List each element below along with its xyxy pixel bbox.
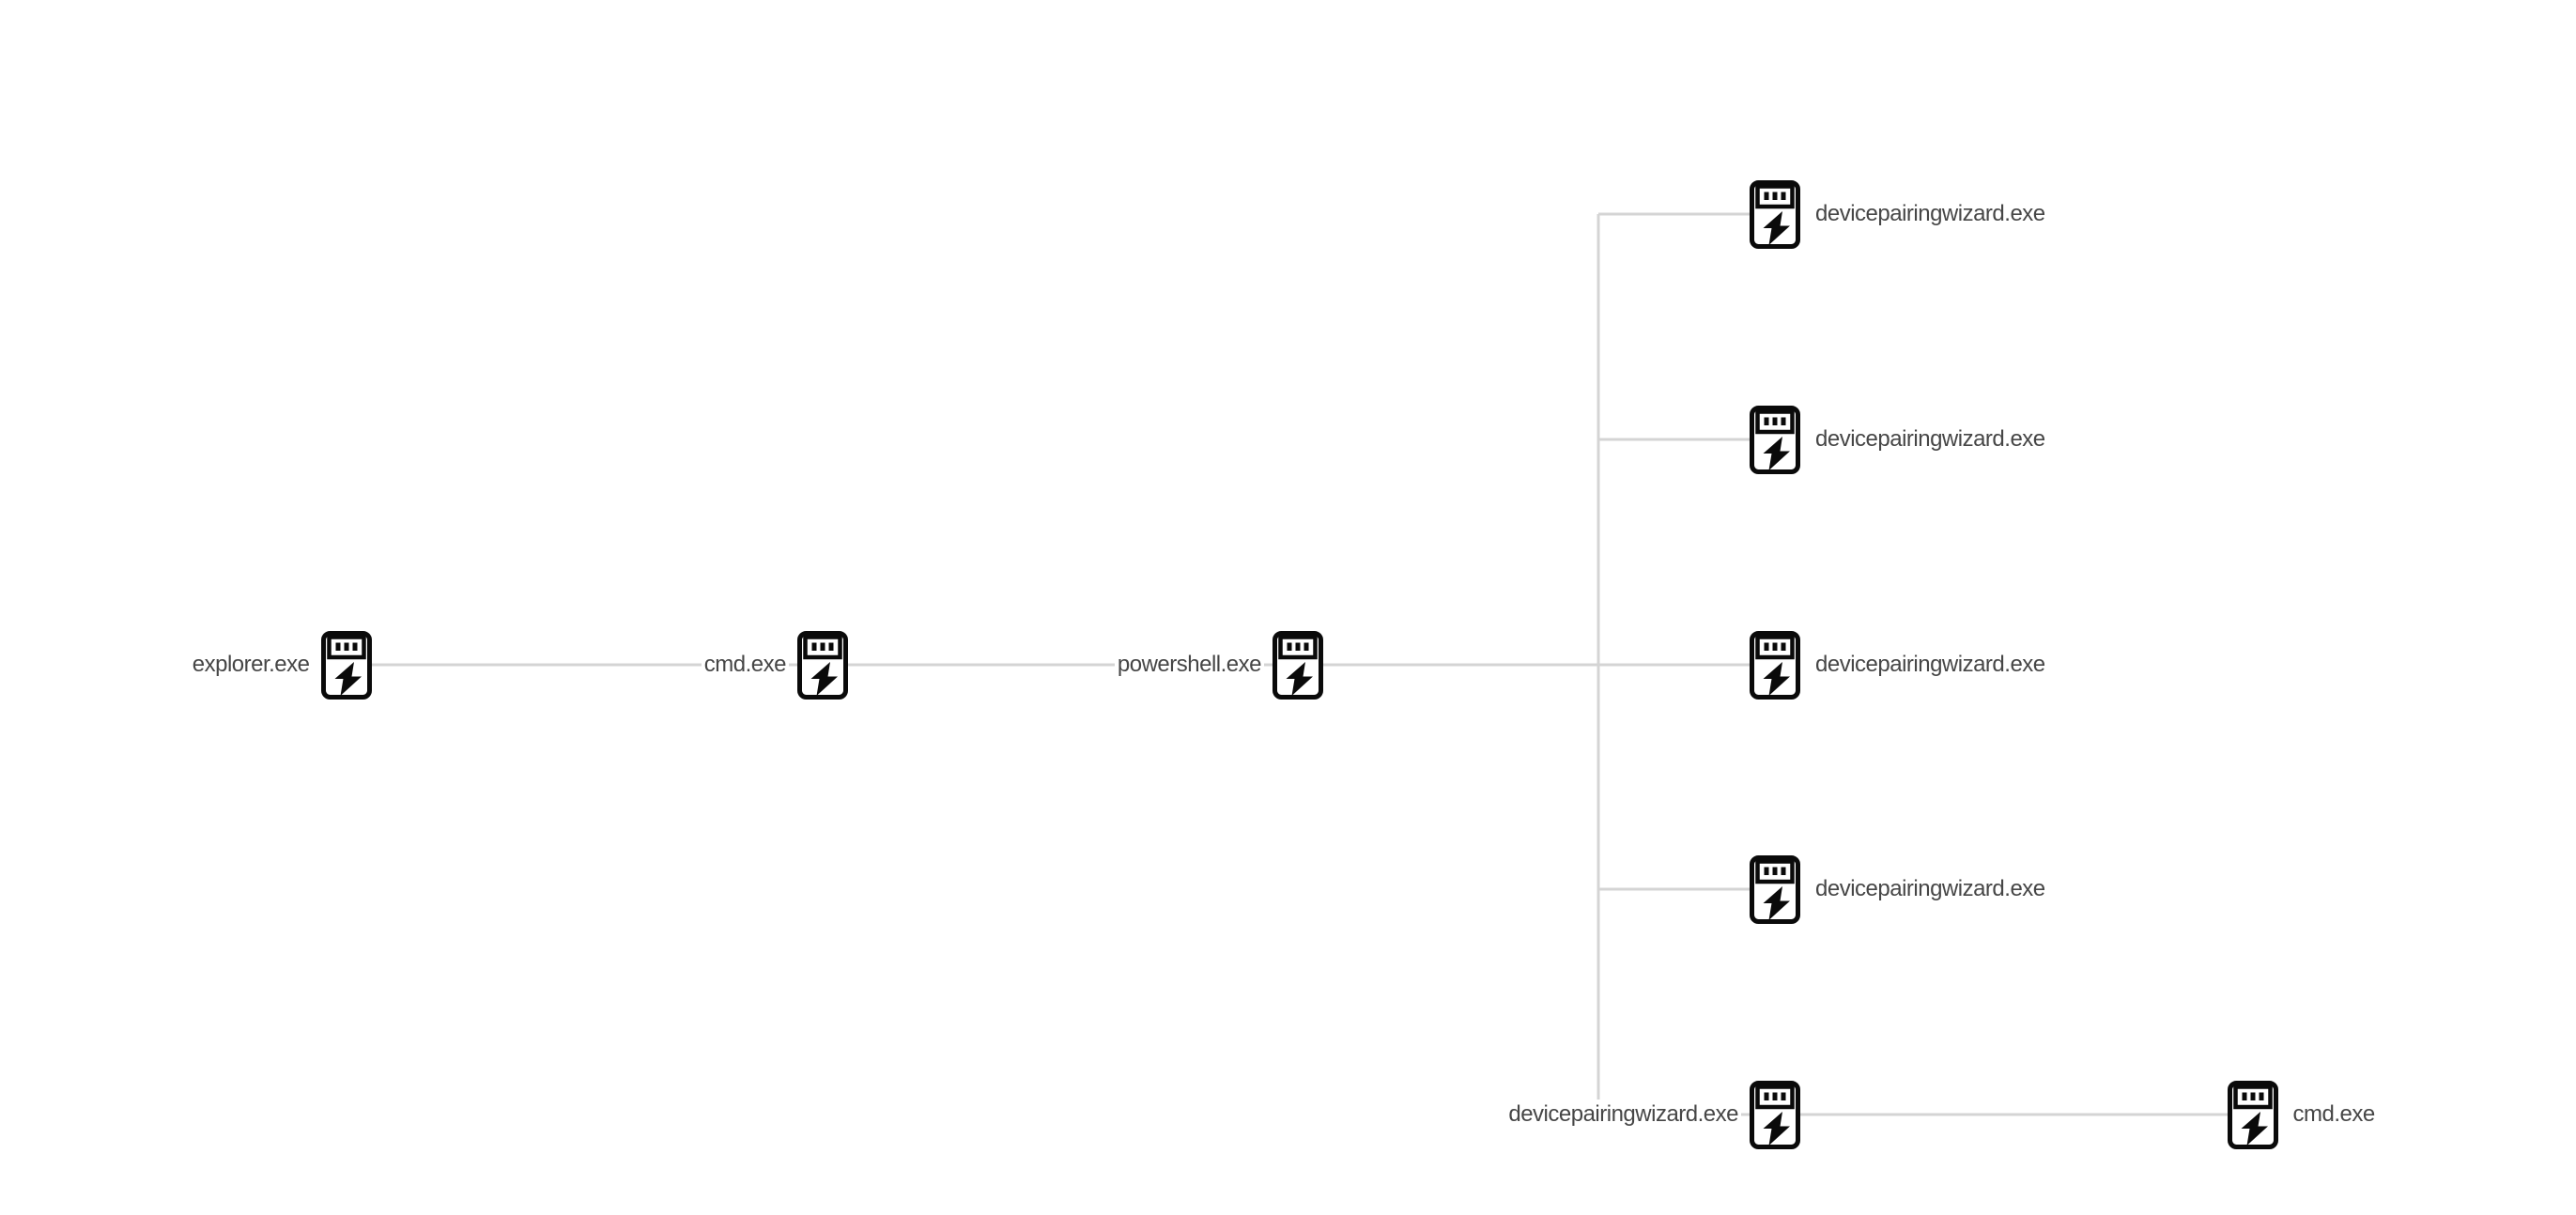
node-cmd-exe-1[interactable]: cmd.exe	[701, 631, 848, 700]
node-label: powershell.exe	[1114, 650, 1264, 680]
process-icon	[1750, 855, 1800, 924]
process-icon	[1750, 406, 1800, 474]
node-label: devicepairingwizard.exe	[1812, 874, 2048, 904]
node-devicepairingwizard-exe-2[interactable]: devicepairingwizard.exe	[1750, 406, 2048, 474]
process-icon	[1750, 180, 1800, 249]
node-cmd-exe-2[interactable]: cmd.exe	[2228, 1081, 2378, 1149]
node-devicepairingwizard-exe-3[interactable]: devicepairingwizard.exe	[1750, 631, 2048, 700]
node-explorer-exe[interactable]: explorer.exe	[189, 631, 372, 700]
node-devicepairingwizard-exe-5[interactable]: devicepairingwizard.exe	[1505, 1081, 1800, 1149]
process-icon	[1750, 1081, 1800, 1149]
node-devicepairingwizard-exe-4[interactable]: devicepairingwizard.exe	[1750, 855, 2048, 924]
node-label: devicepairingwizard.exe	[1505, 1100, 1741, 1130]
process-icon	[1273, 631, 1323, 700]
node-powershell-exe[interactable]: powershell.exe	[1114, 631, 1323, 700]
process-icon	[797, 631, 848, 700]
node-label: devicepairingwizard.exe	[1812, 424, 2048, 454]
process-icon	[321, 631, 372, 700]
process-icon	[1750, 631, 1800, 700]
node-label: cmd.exe	[701, 650, 789, 680]
node-label: cmd.exe	[2290, 1100, 2378, 1130]
node-label: explorer.exe	[189, 650, 313, 680]
node-label: devicepairingwizard.exe	[1812, 650, 2048, 680]
process-icon	[2228, 1081, 2278, 1149]
node-label: devicepairingwizard.exe	[1812, 199, 2048, 229]
node-devicepairingwizard-exe-1[interactable]: devicepairingwizard.exe	[1750, 180, 2048, 249]
